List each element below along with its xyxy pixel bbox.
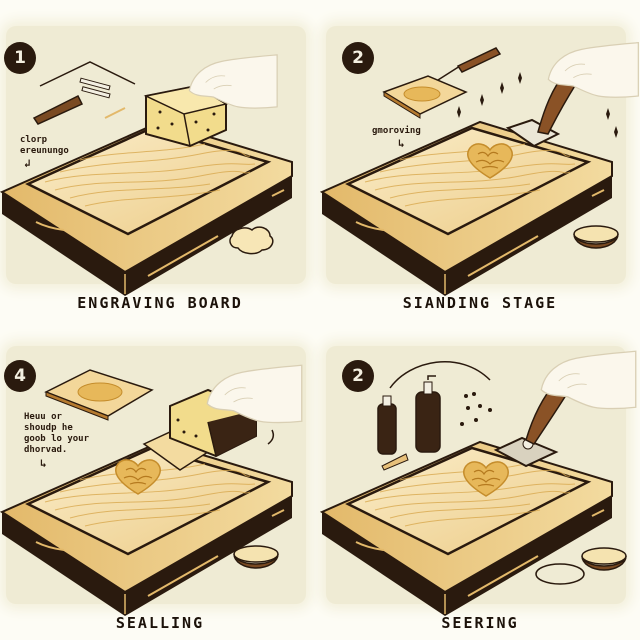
curved-arrow-icon: ↳ [40,457,47,470]
curved-arrow-icon [389,360,491,389]
sanding-stage-illustration [320,42,639,298]
step-caption: ENGRAVING BOARD [77,294,243,312]
step-number-badge: 2 [342,42,374,74]
engraved-plank-icon [44,369,154,421]
sawdust-pile-icon [229,226,274,255]
step-caption: SIANDING STAGE [402,294,558,312]
curved-arrow-icon [267,429,275,445]
engraving-board-illustration [0,54,294,298]
sealing-illustration [0,364,303,618]
template-outline-icon [39,61,136,87]
pump-bottle-icon [415,375,441,453]
engraving-tool-icon [32,77,111,125]
curved-arrow-icon: ↳ [398,137,405,150]
sanding-block-icon [505,70,577,148]
chisel-tool-icon [437,47,502,81]
sparkle-icon [457,72,618,138]
step-panel-4: 2 SEERING [320,320,640,640]
annotation-text: gmoroving [372,126,421,136]
step-panel-1: 1 clorp ereunungo ↲ ENGRAVING BOARD [0,0,320,320]
step-panel-3: 4 Heuu or shoudp he goob lo your dhorvad… [0,320,320,640]
step-number-badge: 4 [4,360,36,392]
oil-bottle-icon [377,395,397,455]
step-caption: SEALLING [115,614,205,632]
step-number-badge: 1 [4,42,36,74]
curved-arrow-icon: ↲ [24,157,31,170]
engraved-plank-icon [382,75,468,119]
searing-illustration [320,350,637,618]
step-caption: SEERING [441,614,519,632]
sponge-icon [143,84,228,148]
cord-loop-icon [535,563,585,585]
step-number-badge: 2 [342,360,374,392]
annotation-text: Heuu or shoudp he goob lo your dhorvad. [24,412,90,455]
step-panel-2: 2 gmoroving ↳ SIANDING STAGE [320,0,640,320]
annotation-text: clorp ereunungo [20,135,69,156]
droplets-icon [460,392,492,426]
